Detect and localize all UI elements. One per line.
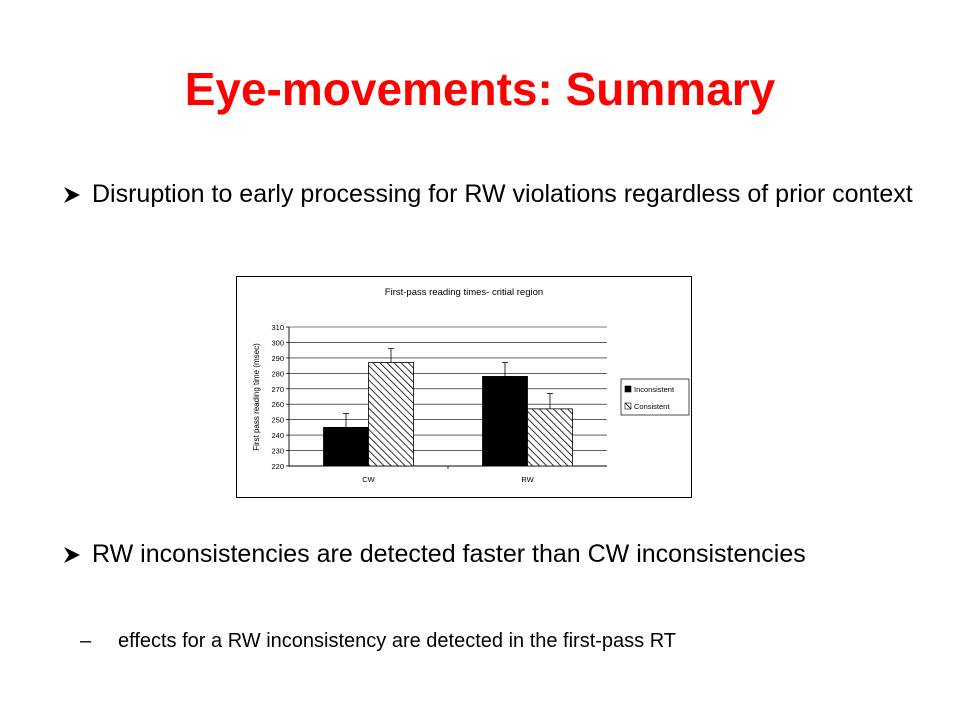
dash-marker: –: [80, 630, 92, 652]
legend-label: Consistent: [634, 402, 670, 411]
y-tick-label: 220: [271, 462, 284, 471]
legend-box: [620, 378, 690, 416]
arrow-bullet-icon: [64, 187, 80, 203]
legend-swatch: [624, 402, 632, 410]
y-tick-label: 310: [271, 323, 284, 332]
slide-title: Eye-movements: Summary: [184, 63, 776, 115]
bar: [527, 408, 573, 467]
chart-title: First-pass reading times- critial region: [385, 287, 543, 298]
sub-bullet-text: effects for a RW inconsistency are detec…: [118, 630, 677, 652]
y-tick-label: 230: [271, 447, 284, 456]
bar: [323, 426, 369, 467]
bullet-item: RW inconsistencies are detected faster t…: [62, 538, 922, 570]
bar: [482, 376, 528, 467]
sub-bullet-item: – effects for a RW inconsistency are dete…: [80, 628, 920, 654]
y-tick-label: 260: [271, 400, 284, 409]
bullet-text: Disruption to early processing for RW vi…: [92, 180, 913, 208]
y-tick-label: 300: [271, 338, 284, 347]
bar-chart: First-pass reading times- critial region…: [252, 287, 690, 484]
y-tick-label: 250: [271, 416, 284, 425]
y-tick-label: 240: [271, 431, 284, 440]
y-axis-label: First pass reading time (msec): [252, 343, 261, 451]
bullet-item: Disruption to early processing for RW vi…: [62, 178, 922, 210]
bullet-text: RW inconsistencies are detected faster t…: [92, 540, 806, 568]
arrow-bullet-icon: [64, 547, 80, 563]
x-category-label: RW: [521, 475, 534, 484]
legend-label: Inconsistent: [634, 385, 675, 394]
y-tick-label: 280: [271, 369, 284, 378]
bar: [368, 362, 414, 467]
y-tick-label: 290: [271, 354, 284, 363]
chart-frame: First-pass reading times- critial region…: [236, 276, 692, 498]
x-category-label: CW: [362, 475, 375, 484]
legend-swatch: [624, 385, 632, 393]
y-tick-label: 270: [271, 385, 284, 394]
